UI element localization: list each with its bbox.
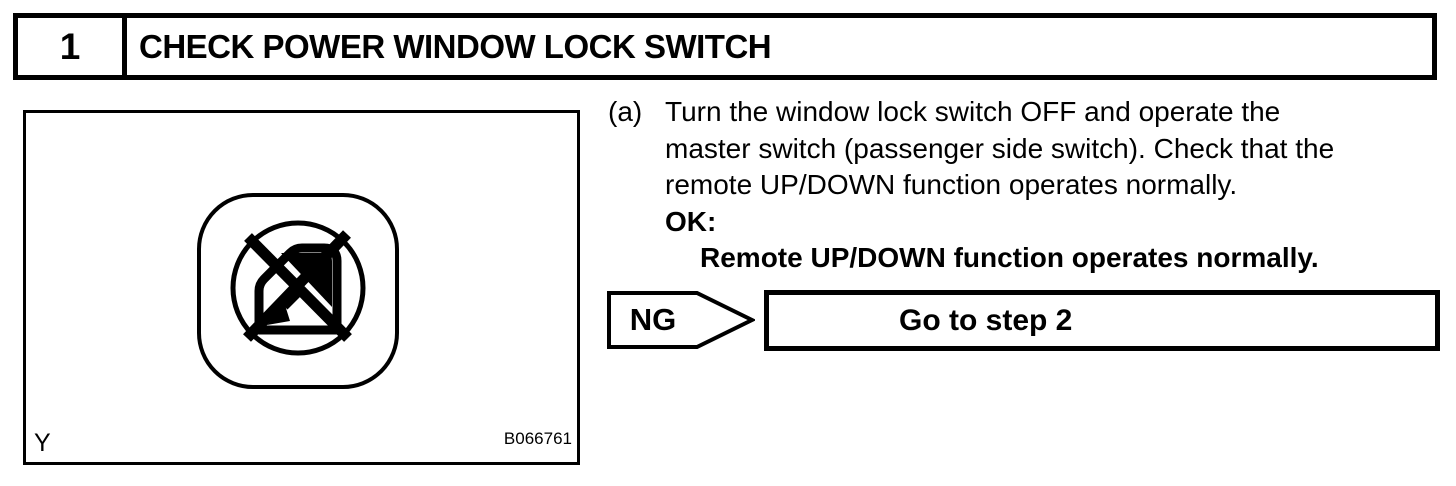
instruction-item-a: (a) Turn the window lock switch OFF and … xyxy=(608,94,1448,204)
ok-criteria: Remote UP/DOWN function operates normall… xyxy=(700,242,1319,273)
ng-arrow: NG xyxy=(607,291,755,349)
instruction-block: (a) Turn the window lock switch OFF and … xyxy=(608,94,1448,277)
ng-label: NG xyxy=(629,302,677,337)
step-title: CHECK POWER WINDOW LOCK SWITCH xyxy=(139,27,772,65)
ng-arrow-shape xyxy=(607,291,755,349)
action-box: Go to step 2 xyxy=(764,290,1440,351)
action-label: Go to step 2 xyxy=(899,303,1073,337)
figure-box: Y B066761 xyxy=(23,110,580,465)
instruction-text: Turn the window lock switch OFF and oper… xyxy=(665,94,1448,204)
window-lock-off-icon xyxy=(197,193,399,389)
list-marker: (a) xyxy=(608,96,643,127)
step-number: 1 xyxy=(18,18,127,75)
figure-corner-label: Y xyxy=(34,429,51,457)
figure-code: B066761 xyxy=(503,429,572,448)
instruction-line-1: Turn the window lock switch OFF and oper… xyxy=(665,96,1281,127)
ok-label: OK: xyxy=(665,205,717,237)
instruction-line-3: remote UP/DOWN function operates normall… xyxy=(665,169,1238,200)
instruction-line-2: master switch (passenger side switch). C… xyxy=(665,132,1335,164)
step-header: 1 CHECK POWER WINDOW LOCK SWITCH xyxy=(13,13,1437,80)
decision-row: NG Go to step 2 xyxy=(607,290,1440,351)
